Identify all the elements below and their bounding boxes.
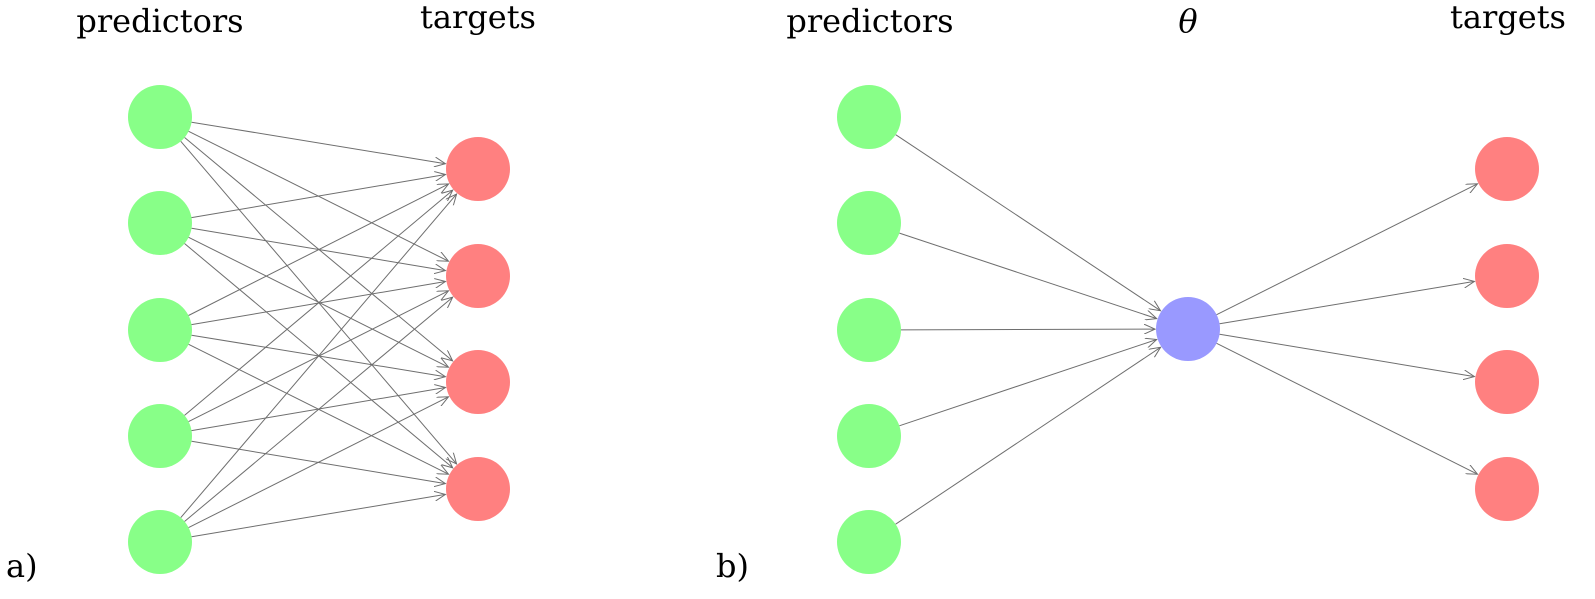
panel-b-predictor-node [837,298,901,362]
nodes-layer [128,85,1539,574]
panel-a-predictor-node [128,510,192,574]
panel-a-edge [180,194,457,518]
panel-b-output-edge [1219,333,1475,376]
panel-a-target-node [446,137,510,201]
panel-b-target-node [1475,457,1539,521]
panel-a-target-node [446,244,510,308]
panel-a-tag: a) [6,547,38,585]
panel-a-edge [184,297,453,522]
panel-b-output-edge [1216,342,1478,474]
panel-b-predictors-header: predictors [786,2,953,40]
panel-a-edge [184,190,453,416]
panel-a-targets-header: targets [420,0,536,36]
panel-a-predictor-node [128,191,192,255]
panel-b-input-edge [899,232,1156,319]
panel-a-edge [188,397,449,529]
panel-a-predictor-node [128,404,192,468]
panel-b-input-edge [895,347,1161,525]
panel-b-target-node [1475,350,1539,414]
panel-b-predictor-node [837,191,901,255]
panel-a-target-node [446,457,510,521]
panel-a-predictor-node [128,85,192,149]
panel-b-output-edge [1216,184,1478,316]
panel-a-edge [191,494,446,538]
panel-b-input-edge [895,134,1161,311]
edges-layer [180,121,1478,538]
panel-a-predictor-node [128,298,192,362]
panel-b-target-node [1475,137,1539,201]
panel-b-theta-node [1156,297,1220,361]
panel-a-edge [191,175,446,219]
panel-b-tag: b) [716,547,749,585]
panel-b-input-edge [900,329,1155,330]
panel-a-edge [191,121,446,164]
panel-b-predictor-node [837,510,901,574]
panel-b-predictor-node [837,404,901,468]
panel-b-input-edge [899,340,1156,427]
panel-b-output-edge [1219,281,1475,325]
panel-a-target-node [446,350,510,414]
panel-b-predictor-node [837,85,901,149]
panel-a-edge [188,184,449,316]
panel-b-theta-header: θ [1178,2,1197,40]
panel-a-predictors-header: predictors [76,2,243,40]
panel-b-targets-header: targets [1450,0,1566,36]
panel-b-target-node [1475,244,1539,308]
